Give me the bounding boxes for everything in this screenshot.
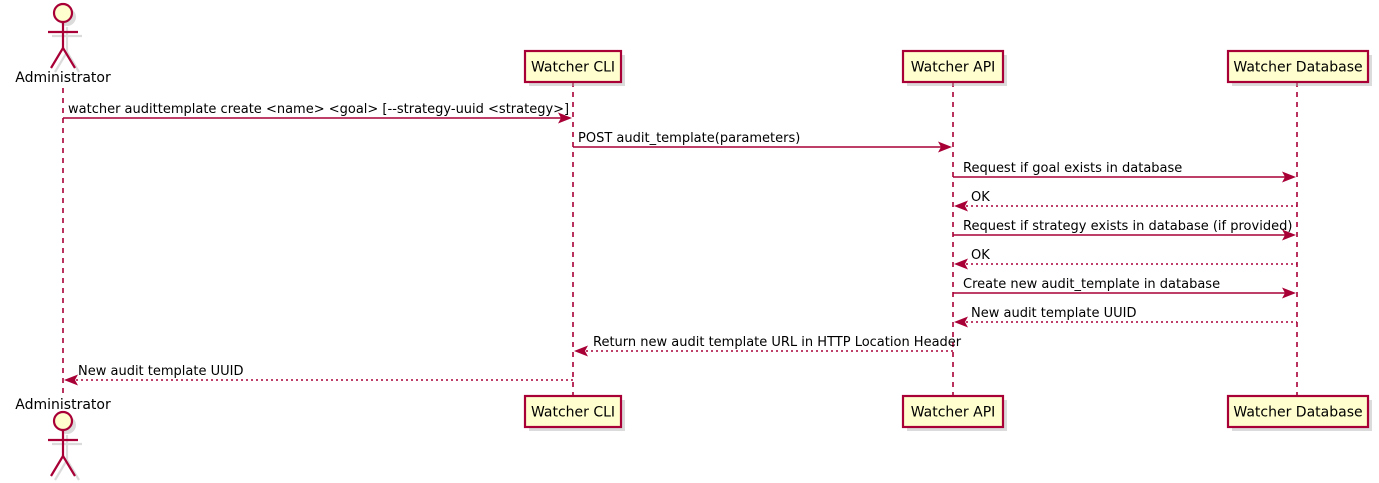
arrowhead-left-icon <box>954 200 968 212</box>
participant-box[interactable] <box>1226 394 1370 429</box>
actor-legs-icon <box>50 455 76 477</box>
participant-box[interactable] <box>901 394 1005 429</box>
message-label-5: Request if strategy exists in database (… <box>963 219 1292 234</box>
arrowhead-left-icon <box>64 374 78 386</box>
actor-head-icon <box>52 2 74 24</box>
message-3[interactable]: Request if goal exists in database <box>953 161 1296 183</box>
message-label-6: OK <box>971 248 990 263</box>
message-6[interactable]: OK <box>954 248 1297 270</box>
participant-watcher-cli-bottom[interactable]: Watcher CLI <box>523 394 625 431</box>
arrowhead-left-icon <box>954 258 968 270</box>
participant-box[interactable] <box>523 394 623 429</box>
participant-label-watcher-api-top: Watcher API <box>911 60 996 76</box>
message-label-2: POST audit_template(parameters) <box>578 131 800 146</box>
message-5[interactable]: Request if strategy exists in database (… <box>953 219 1296 241</box>
participant-label-watcher-api-bottom: Watcher API <box>911 405 996 421</box>
message-label-9: Return new audit template URL in HTTP Lo… <box>593 335 962 350</box>
message-2[interactable]: POST audit_template(parameters) <box>573 131 952 153</box>
participant-watcher-api-bottom[interactable]: Watcher API <box>901 394 1007 431</box>
message-1[interactable]: watcher audittemplate create <name> <goa… <box>63 102 572 124</box>
message-label-1: watcher audittemplate create <name> <goa… <box>68 102 569 117</box>
actor-head-icon <box>52 410 74 432</box>
actor-legs-icon <box>50 47 76 69</box>
message-9[interactable]: Return new audit template URL in HTTP Lo… <box>574 335 962 357</box>
participant-watcher-api-top[interactable]: Watcher API <box>901 49 1007 86</box>
message-label-10: New audit template UUID <box>78 364 243 379</box>
participant-label-watcher-database-bottom: Watcher Database <box>1233 405 1362 421</box>
actor-label-administrator-bottom: Administrator <box>15 397 111 413</box>
participant-watcher-database-bottom[interactable]: Watcher Database <box>1226 394 1372 431</box>
message-4[interactable]: OK <box>954 190 1297 212</box>
message-8[interactable]: New audit template UUID <box>954 306 1297 328</box>
participant-label-watcher-cli-bottom: Watcher CLI <box>531 405 615 421</box>
participant-box[interactable] <box>1226 49 1370 84</box>
message-10[interactable]: New audit template UUID <box>64 364 573 386</box>
participant-box[interactable] <box>901 49 1005 84</box>
arrowhead-right-icon <box>1282 287 1296 299</box>
actor-label-administrator-top: Administrator <box>15 70 111 86</box>
arrowhead-left-icon <box>954 316 968 328</box>
arrowhead-right-icon <box>558 112 572 124</box>
arrowhead-left-icon <box>574 345 588 357</box>
arrowhead-right-icon <box>1282 229 1296 241</box>
participant-label-watcher-database-top: Watcher Database <box>1233 60 1362 76</box>
actor-administrator-top[interactable]: Administrator <box>15 2 111 86</box>
lifelines <box>62 82 1298 396</box>
message-label-3: Request if goal exists in database <box>963 161 1182 176</box>
message-label-8: New audit template UUID <box>971 306 1136 321</box>
message-label-7: Create new audit_template in database <box>963 277 1220 292</box>
message-7[interactable]: Create new audit_template in database <box>953 277 1296 299</box>
participant-watcher-cli-top[interactable]: Watcher CLI <box>523 49 625 86</box>
participant-box[interactable] <box>523 49 623 84</box>
message-label-4: OK <box>971 190 990 205</box>
participant-watcher-database-top[interactable]: Watcher Database <box>1226 49 1372 86</box>
participant-label-watcher-cli-top: Watcher CLI <box>531 60 615 76</box>
arrowhead-right-icon <box>938 141 952 153</box>
actor-administrator-bottom[interactable]: Administrator <box>15 397 111 481</box>
arrowhead-right-icon <box>1282 171 1296 183</box>
